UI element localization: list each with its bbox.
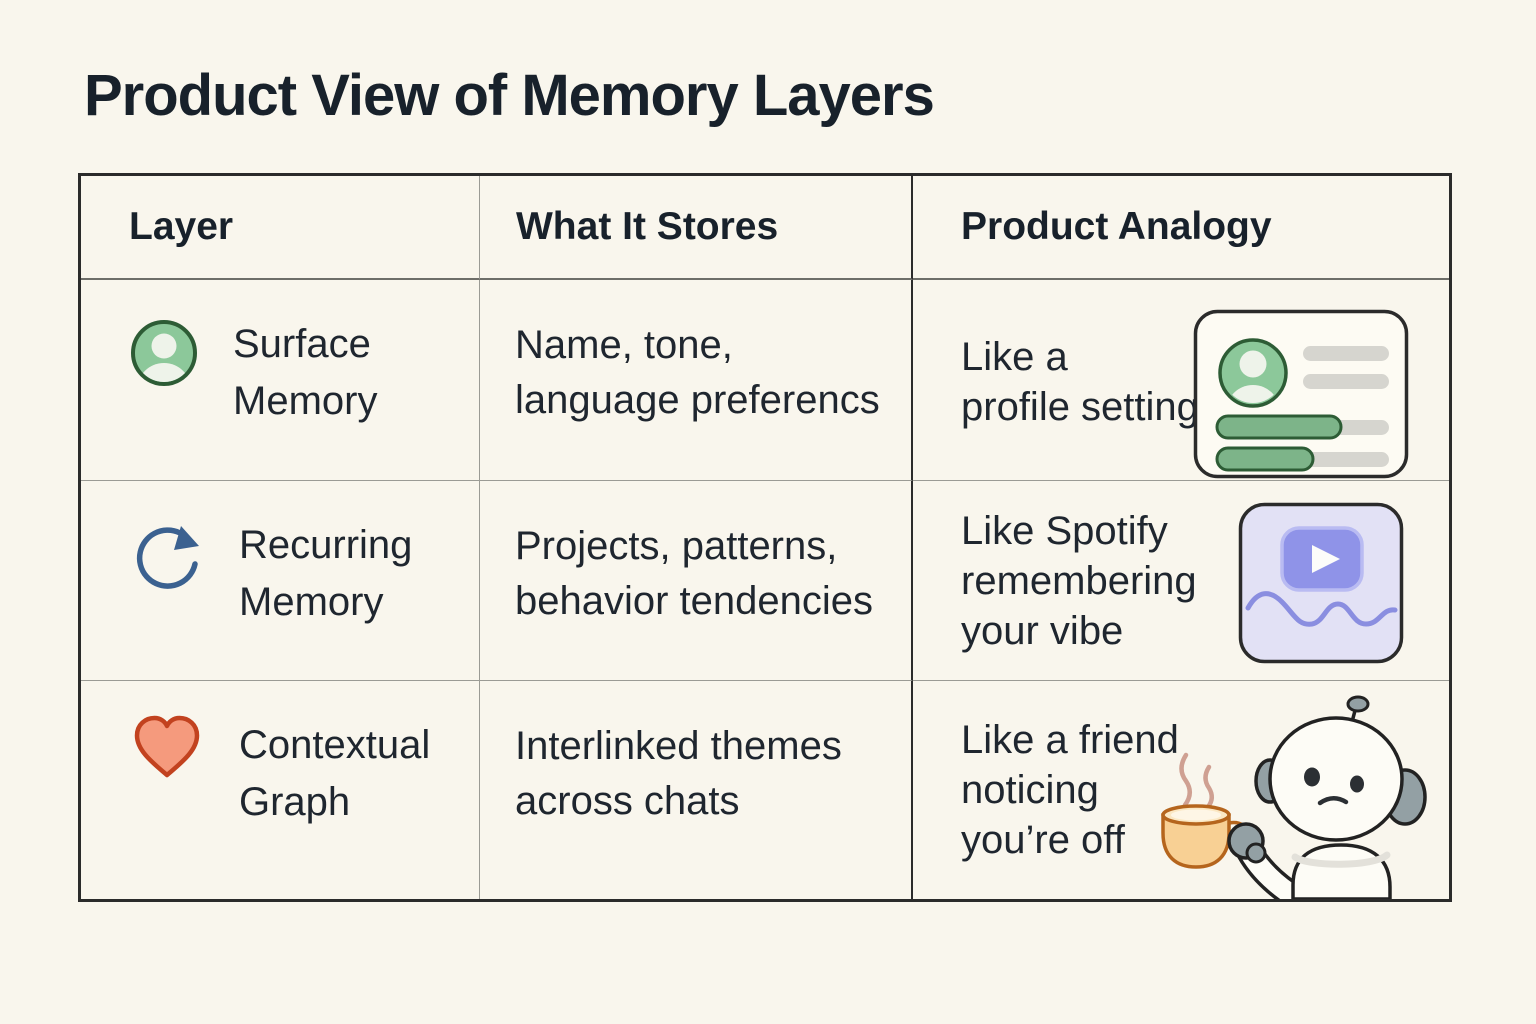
header-what-it-stores: What It Stores (480, 176, 913, 280)
table-row-recurring-layer-cell: Recurring Memory (81, 481, 480, 681)
memory-layers-table: Layer What It Stores Product Analogy Sur… (78, 173, 1452, 902)
layer-name: Recurring Memory (239, 523, 413, 624)
analogy-text: Like Spotify remembering your vibe (961, 508, 1197, 653)
layer-name: Contextual Graph (239, 723, 431, 824)
table-row-recurring-stores-cell: Projects, patterns, behavior tendencies (480, 481, 913, 681)
profile-card-illustration (1193, 309, 1409, 479)
analogy-text: Like a friend noticing you’re off (961, 718, 1179, 862)
header-product-analogy: Product Analogy (913, 176, 1449, 280)
heart-icon (134, 715, 200, 778)
table-row-surface-stores-cell: Name, tone, language preferencs (480, 280, 913, 481)
media-player-illustration (1238, 502, 1404, 664)
header-layer-label: Layer (129, 205, 234, 248)
refresh-cycle-icon (136, 526, 199, 589)
robot-coffee-illustration (1161, 695, 1427, 899)
analogy-text: Like a profile setting (961, 335, 1199, 429)
header-what-it-stores-label: What It Stores (516, 205, 779, 248)
table-row-surface-analogy-cell: Like a profile setting (913, 280, 1449, 481)
page-title: Product View of Memory Layers (84, 63, 935, 128)
table-row-recurring-analogy-cell: Like Spotify remembering your vibe (913, 481, 1449, 681)
table-row-contextual-analogy-cell: Like a friend noticing you’re off (913, 681, 1449, 899)
table-row-surface-layer-cell: Surface Memory (81, 280, 480, 481)
table-row-contextual-layer-cell: Contextual Graph (81, 681, 480, 899)
table-row-contextual-stores-cell: Interlinked themes across chats (480, 681, 913, 899)
user-avatar-icon (131, 320, 197, 386)
header-product-analogy-label: Product Analogy (961, 205, 1272, 248)
layer-name: Surface Memory (233, 322, 378, 423)
header-layer: Layer (81, 176, 480, 280)
